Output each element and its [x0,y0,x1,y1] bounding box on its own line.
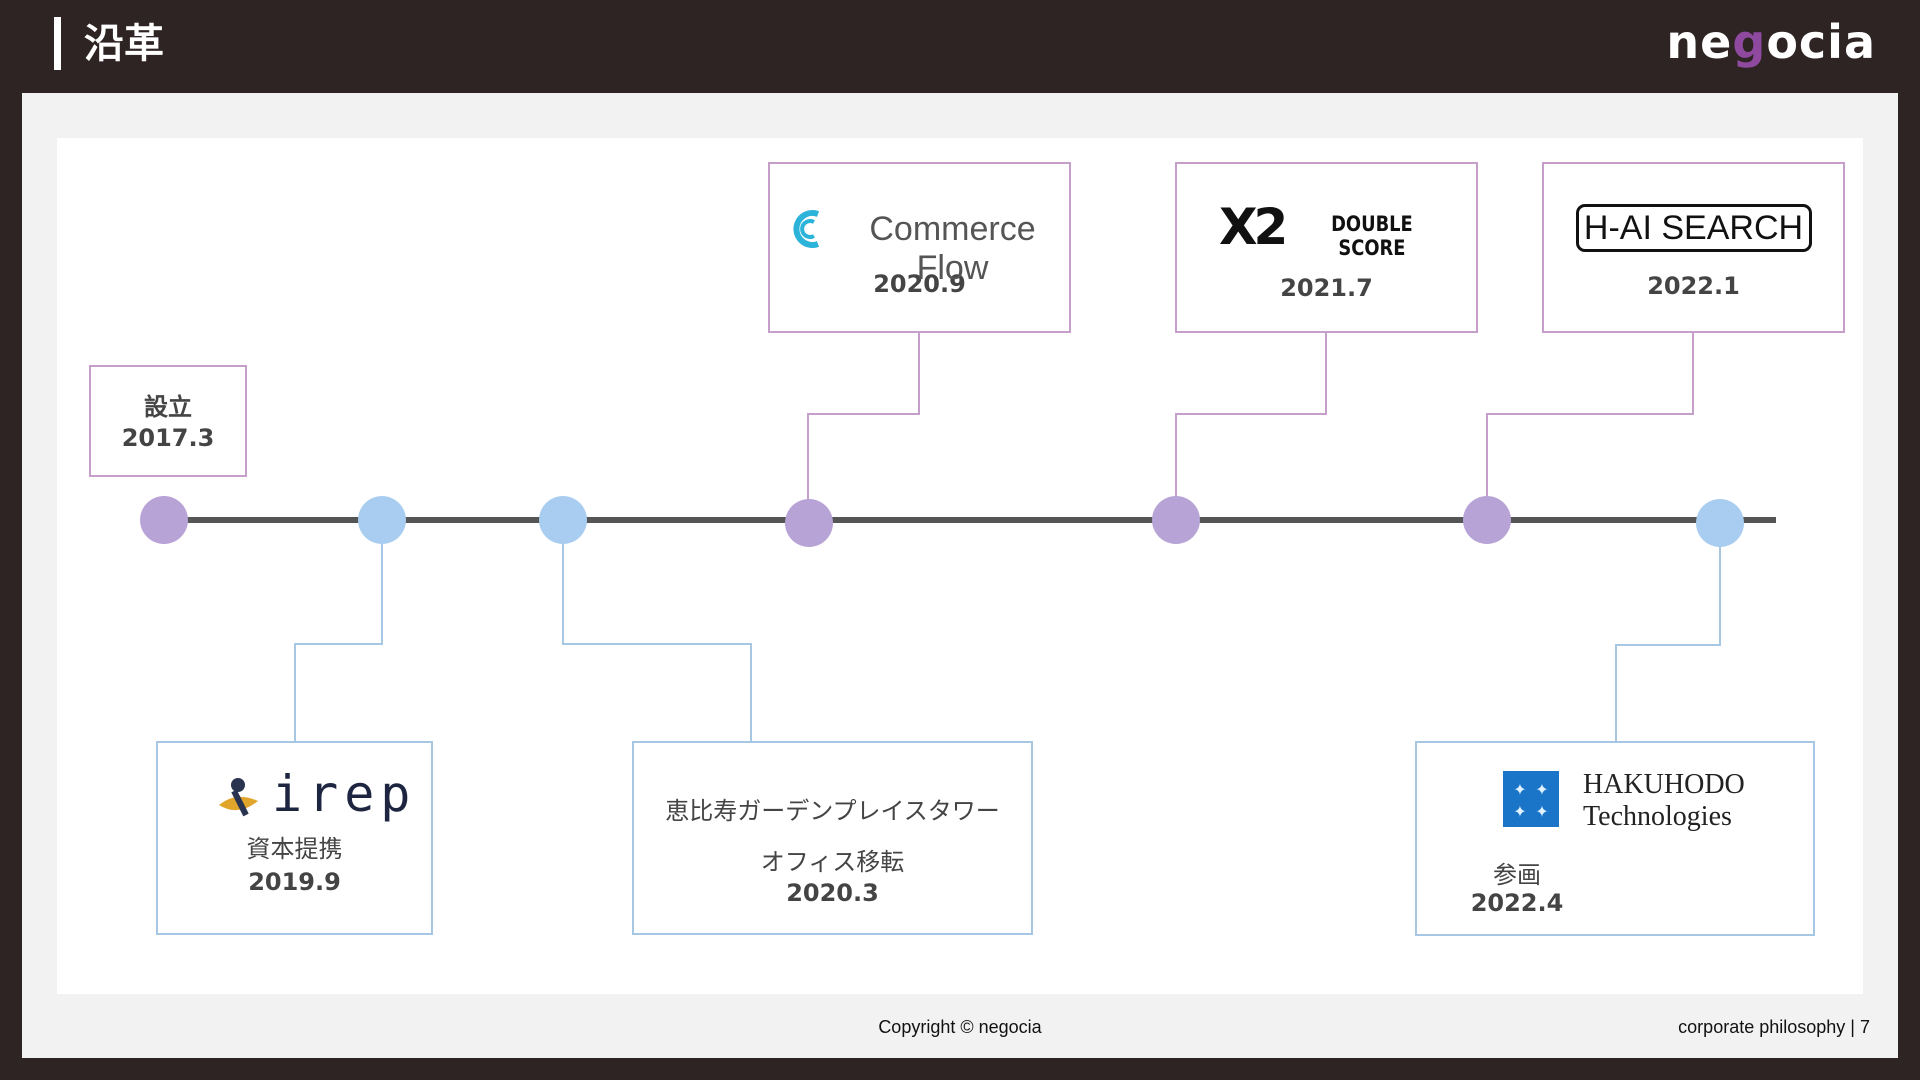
double-score-mark: X2 [1219,198,1288,256]
event-date: 2020.9 [873,270,966,298]
irep-logo-mark [219,778,258,817]
node-office [539,496,587,544]
event-date: 2019.9 [248,868,341,896]
event-label: 設立 [144,393,192,421]
footer-page-label: corporate philosophy [1678,1017,1846,1037]
commerce-flow-text: Commerce Flow [869,210,1036,287]
hakuhodo-logo: ✦ ✦ ✦ ✦ HAKUHODO Technologies [1417,769,1813,851]
event-hakuhodo: ✦ ✦ ✦ ✦ HAKUHODO Technologies 参画 2022.4 [1415,741,1815,936]
event-founding: 設立 2017.3 [89,365,247,477]
commerce-flow-logo: Commerce Flow [770,206,1069,287]
footer-copyright: Copyright © negocia [878,1017,1042,1037]
svg-text:✦: ✦ [1513,802,1526,821]
connector-commerce-flow [807,332,920,500]
connector-irep [294,540,383,741]
event-irep: irep 資本提携 2019.9 [156,741,433,935]
page-title: 沿革 [84,21,164,67]
connector-hai-search [1486,332,1694,500]
node-commerce-flow [785,499,833,547]
hakuhodo-logo-line2: Technologies [1583,801,1732,832]
event-date: 2022.1 [1647,272,1740,300]
event-commerce-flow: Commerce Flow 2020.9 [768,162,1071,333]
event-date: 2022.4 [1470,889,1564,917]
header-accent-bar [54,17,61,70]
commerce-flow-icon [793,210,820,248]
node-double-score [1152,496,1200,544]
negocia-logo: negocia [1666,15,1876,69]
hakuhodo-logo-mark: ✦ ✦ ✦ ✦ [1503,771,1559,827]
event-office: 恵比寿ガーデンプレイスタワー オフィス移転 2020.3 [632,741,1033,935]
event-label: 資本提携 [246,835,343,863]
event-date: 2020.3 [786,879,879,907]
double-score-logo: X2 DOUBLE SCORE [1177,198,1476,260]
footer-page: corporate philosophy | 7 [1678,1017,1870,1038]
node-hakuhodo [1696,499,1744,547]
event-date: 2017.3 [121,424,215,452]
connector-office [562,540,752,741]
node-hai-search [1463,496,1511,544]
connector-hakuhodo [1615,545,1721,741]
node-irep [358,496,406,544]
event-double-score: X2 DOUBLE SCORE 2021.7 [1175,162,1478,333]
hakuhodo-logo-line1: HAKUHODO [1583,769,1745,800]
svg-text:✦: ✦ [1513,780,1526,799]
svg-text:✦: ✦ [1535,780,1548,799]
event-hai-search: H-AI SEARCH 2022.1 [1542,162,1845,333]
svg-text:✦: ✦ [1535,802,1548,821]
irep-logo-text: irep [272,765,417,823]
footer-separator: | [1850,1017,1860,1037]
double-score-text: DOUBLE SCORE [1331,212,1413,260]
node-founding [140,496,188,544]
connector-double-score [1175,332,1327,500]
irep-logo: irep [158,765,431,829]
footer-page-number: 7 [1859,1017,1870,1037]
hai-search-logo: H-AI SEARCH [1575,204,1812,252]
event-label: 恵比寿ガーデンプレイスタワー [665,797,1000,825]
event-label: 参画 [1493,861,1541,889]
event-date: 2021.7 [1280,274,1373,302]
event-label-2: オフィス移転 [760,848,905,876]
